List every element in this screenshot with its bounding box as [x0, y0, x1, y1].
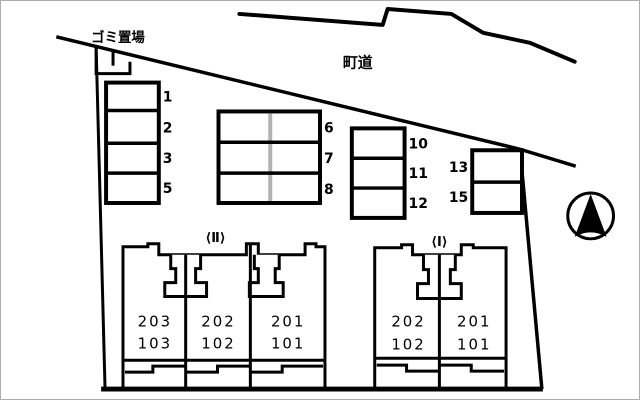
compass-north-arrow — [574, 194, 607, 237]
unit-number: 201 — [457, 312, 491, 330]
unit-number: 202 — [391, 312, 425, 330]
unit-number: 101 — [457, 335, 491, 353]
parking-block-a: 1 2 3 5 — [104, 80, 173, 205]
road-label: 町道 — [343, 54, 373, 72]
parking-space-label: 1 — [163, 89, 173, 105]
unit-number: 203 — [138, 312, 172, 330]
parking-block-d: 13 15 — [449, 148, 524, 215]
parking-block-c: 10 11 12 — [349, 126, 429, 220]
unit-number: 102 — [391, 335, 425, 353]
unit-number: 202 — [201, 312, 235, 330]
parking-space-label: 5 — [163, 181, 173, 197]
parking-space-label: 8 — [324, 182, 334, 198]
parking-space-label: 11 — [409, 166, 428, 182]
parking-block-b: 6 7 8 — [216, 109, 334, 205]
parking-space-label: 13 — [449, 160, 468, 176]
building-2-entrance-stairs — [247, 254, 285, 299]
parking-block-c-dividers — [351, 156, 405, 190]
parking-space-label: 2 — [163, 120, 173, 136]
parking-space-label: 10 — [409, 136, 429, 152]
building-1: ⟨Ⅰ⟩ 202 102 201 101 — [373, 235, 508, 390]
parking-block-a-dividers — [106, 108, 159, 175]
unit-number: 103 — [138, 334, 172, 352]
parking-space-label: 7 — [324, 151, 334, 167]
building-2-balcony-notches — [124, 364, 323, 374]
parking-space-label: 6 — [324, 120, 334, 136]
site-boundary-left — [94, 46, 107, 391]
unit-number: 201 — [271, 312, 305, 330]
parking-space-label: 3 — [163, 151, 173, 167]
parking-block-c-outline — [349, 126, 407, 220]
unit-number: 101 — [271, 334, 305, 352]
building-1-balcony-notches — [376, 363, 505, 373]
building-2: ⟨Ⅱ⟩ 203 103 202 102 201 101 — [121, 231, 327, 390]
garbage-area-box — [94, 47, 132, 76]
garbage-area-label: ゴミ置場 — [91, 29, 145, 46]
compass-circle — [566, 191, 616, 241]
parking-space-label: 15 — [449, 190, 468, 206]
building-2-label: ⟨Ⅱ⟩ — [205, 231, 225, 246]
building-1-label: ⟨Ⅰ⟩ — [431, 235, 448, 250]
north-compass-icon — [566, 191, 616, 241]
parking-space-label: 12 — [409, 196, 428, 212]
road-upper-edge — [237, 6, 577, 64]
unit-number: 102 — [201, 334, 235, 352]
parking-block-b-dividers — [218, 140, 320, 175]
